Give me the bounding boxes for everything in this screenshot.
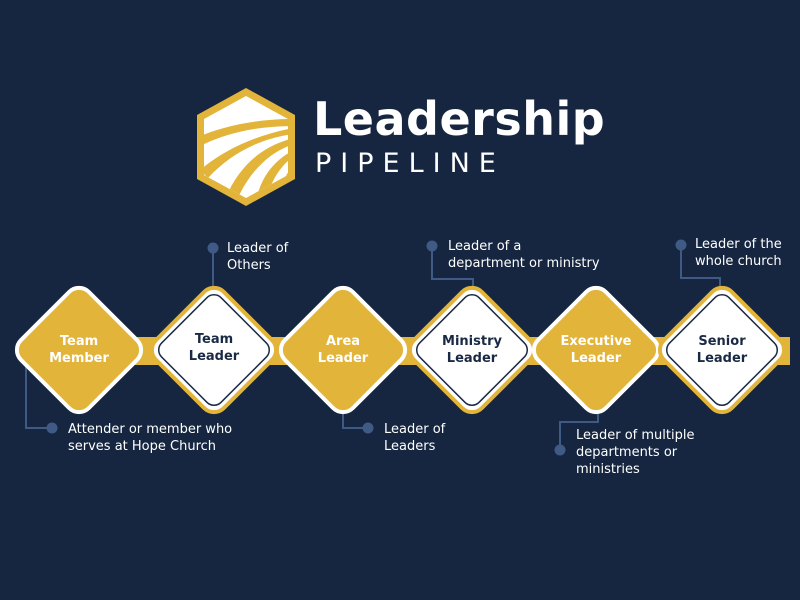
page-subtitle: PIPELINE [315,148,505,179]
stage-diamond-senior-leader [657,285,787,415]
stage-diamond-area-leader [278,285,408,415]
connector-dot-area-leader [362,422,374,434]
rays-hexagon-icon [197,88,295,206]
stage-diamond-ministry-leader [407,285,537,415]
stage-diamond-executive-leader [531,285,661,415]
connector-dot-senior-leader [675,239,687,251]
stage-diamond-team-member [14,285,144,415]
connector-dot-team-leader [207,242,219,254]
page-title: Leadership [313,92,606,146]
connector-line-team-member [25,350,50,429]
stage-diamond-team-leader [149,285,279,415]
connector-dot-team-member [46,422,58,434]
connector-dot-ministry-leader [426,240,438,252]
connector-dot-executive-leader [554,444,566,456]
